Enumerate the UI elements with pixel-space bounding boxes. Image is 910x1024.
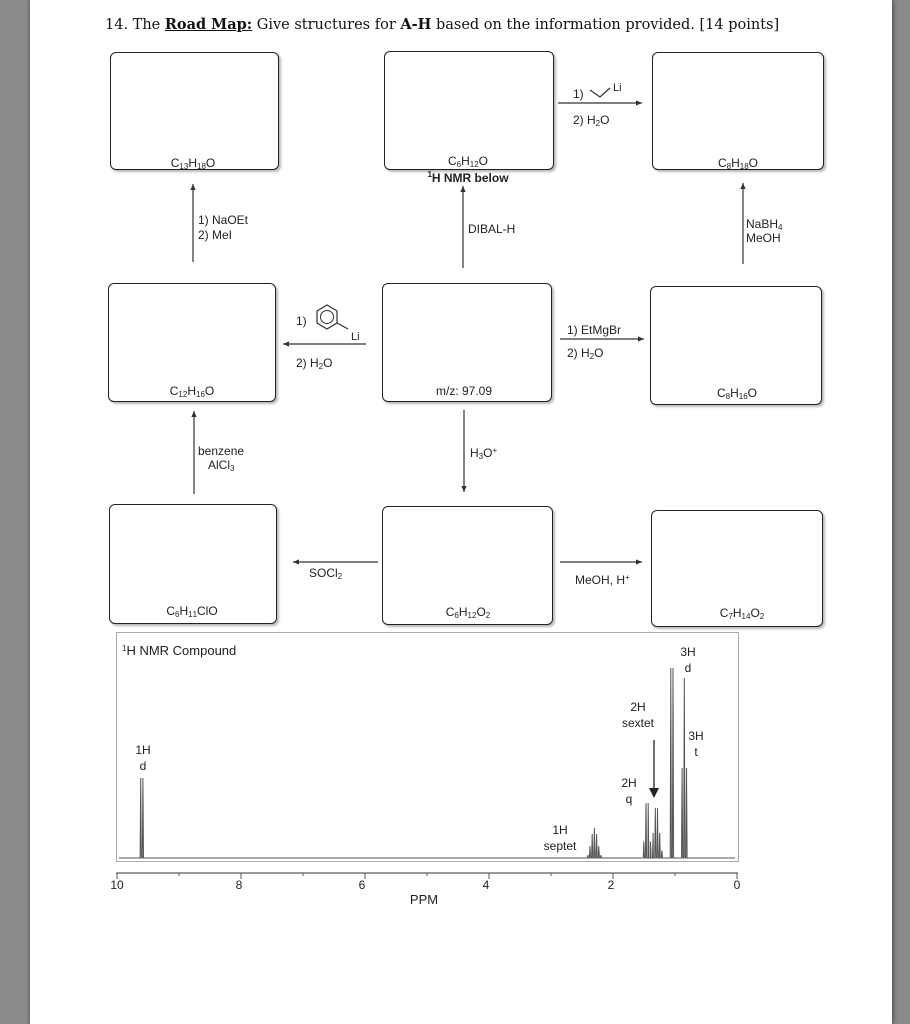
nmr-minor-ticks [116, 873, 738, 879]
question-letters: A-H [400, 16, 432, 33]
tick-6: 6 [358, 878, 366, 892]
question-suffix: based on the information provided. [14 p… [431, 17, 780, 33]
reagent-socl2: SOCl2 [309, 566, 343, 581]
peak-label-aldehyde: 1H d [135, 742, 150, 774]
formula-r1c1: C13H18O [170, 156, 216, 171]
nmr-title: 1H NMR Compound [122, 643, 237, 658]
reagent-dibal: DIBAL-H [468, 222, 516, 236]
reagent-h3o: H3O+ [470, 446, 498, 461]
sextet-arrow-head [649, 788, 659, 798]
box-compound-r2c2[interactable] [382, 283, 552, 402]
nmr-trace [119, 667, 735, 859]
reagent-meoh: MeOH [746, 231, 781, 245]
box-compound-r3c2[interactable] [382, 506, 553, 625]
tick-2: 2 [607, 878, 615, 892]
peak-integ-1: 1H [135, 743, 151, 757]
tick-10: 10 [110, 878, 124, 892]
reagent-benzene: benzene [198, 444, 245, 458]
peak-integ-2: 1H [552, 823, 568, 837]
formula-r1c3: C8H18O [717, 156, 759, 171]
peak-label-doublet: 3H d [680, 644, 695, 676]
box-compound-r3c3[interactable] [651, 510, 823, 627]
peak-mult-5: d [684, 661, 692, 675]
reagent-etmgbr-step2: 2) H2O [567, 346, 604, 361]
peak-integ-5: 3H [680, 645, 696, 659]
reagent-phli-step2: 2) H2O [296, 356, 333, 371]
reagent-meoh-h: MeOH, H+ [575, 573, 630, 587]
formula-r1c2: C6H12O [447, 154, 489, 169]
question-title: 14. The Road Map: Give structures for A-… [105, 16, 779, 33]
question-prefix: 14. The [105, 17, 165, 33]
formula-r3c1: C6H11ClO [166, 604, 218, 619]
road-map-label: Road Map: [164, 16, 253, 33]
peak-mult-4: sextet [621, 716, 655, 730]
box-compound-r2c1[interactable] [108, 283, 276, 402]
peak-mult-2: septet [543, 839, 577, 853]
reagent-r1-step2: 2) H2O [573, 113, 610, 128]
reaction-arrows [190, 87, 746, 565]
peak-label-triplet: 3H t [688, 728, 703, 760]
ethyl-zigzag [589, 87, 611, 98]
reagent-mei: 2) MeI [198, 228, 233, 242]
peak-integ-4: 2H [630, 700, 646, 714]
box-compound-r2c3[interactable] [650, 286, 822, 405]
box-compound-r3c1[interactable] [109, 504, 277, 624]
box-compound-r1c2[interactable] [384, 51, 554, 170]
peak-label-quartet: 2H q [621, 775, 636, 807]
phenyl-ring [316, 304, 338, 330]
reagent-nabh4: NaBH4 [746, 217, 783, 232]
nmr-plot [116, 667, 738, 879]
tick-8: 8 [235, 878, 243, 892]
nmr-xlabel: PPM [409, 892, 439, 907]
formula-r2c3: C8H16O [716, 386, 758, 401]
reagent-phli-li: Li [351, 331, 360, 343]
box-compound-r1c3[interactable] [652, 52, 824, 170]
peak-mult-3: q [625, 792, 633, 806]
peak-integ-3: 2H [621, 776, 637, 790]
nmr-below-note: 1H NMR below [427, 170, 509, 185]
reagent-phli-step1: 1) [296, 314, 307, 328]
reagent-r1-li: Li [613, 82, 622, 94]
peak-mult-1: d [139, 759, 147, 773]
peak-label-septet: 1H septet [544, 822, 577, 854]
peak-mult-6: t [694, 745, 698, 759]
worksheet-page: 14. The Road Map: Give structures for A-… [30, 0, 892, 1024]
peak-integ-6: 3H [688, 729, 704, 743]
question-mid: Give structures for [252, 17, 401, 33]
reagent-etmgbr: 1) EtMgBr [567, 323, 622, 337]
mz-r2c2: m/z: 97.09 [435, 384, 493, 398]
formula-r3c3: C7H14O2 [719, 606, 765, 621]
formula-r3c2: C6H12O2 [445, 605, 491, 620]
box-compound-r1c1[interactable] [110, 52, 279, 170]
reagent-r1-step1: 1) [573, 87, 584, 101]
peak-label-sextet: 2H sextet [622, 699, 654, 731]
reagent-alcl3: AlCl3 [208, 458, 235, 473]
nmr-spectrum-panel [116, 632, 739, 862]
reagent-naoet: 1) NaOEt [198, 213, 249, 227]
tick-4: 4 [482, 878, 490, 892]
formula-r2c1: C12H16O [169, 384, 215, 399]
tick-0: 0 [733, 878, 741, 892]
